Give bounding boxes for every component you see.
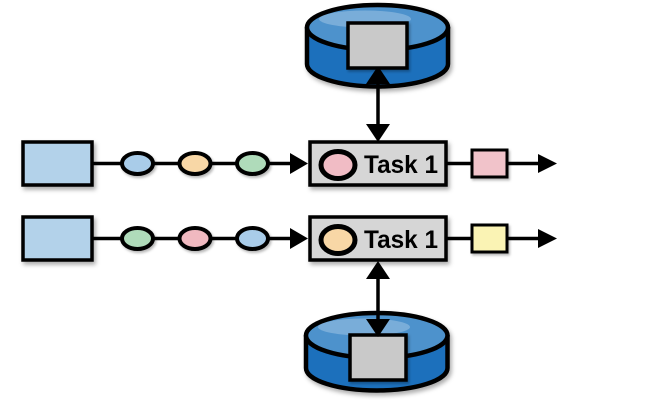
cylinder-sheen (318, 318, 410, 336)
arrowhead-down-icon (366, 124, 390, 142)
pipeline-top: Task 1 (21, 140, 557, 187)
event-ellipse-1 (120, 151, 155, 176)
arrowhead-down-icon (366, 319, 390, 337)
state-store-square (348, 333, 408, 382)
task-node: Task 1 (308, 140, 448, 187)
state-store-top (304, 2, 451, 142)
arrowhead-right-icon (290, 228, 308, 249)
arrowhead-up-icon (366, 261, 390, 279)
task-label: Task 1 (364, 226, 438, 254)
task-node: Task 1 (308, 215, 448, 262)
event-ellipse-1 (120, 226, 155, 251)
task-state-dot (318, 149, 358, 181)
output-square (470, 223, 509, 254)
state-store-bottom (303, 261, 450, 393)
event-ellipse-3 (235, 226, 270, 251)
pipeline-bottom: Task 1 (21, 215, 557, 262)
event-ellipse-3 (235, 151, 270, 176)
state-store-square (346, 21, 409, 70)
arrowhead-right-icon (290, 153, 308, 174)
arrowhead-up-icon (366, 66, 390, 84)
task-label: Task 1 (364, 151, 438, 179)
double-arrow-bottom (366, 261, 390, 337)
output-square (470, 148, 509, 179)
task-state-dot (318, 224, 358, 256)
arrowhead-right-icon (538, 154, 557, 173)
source-rectangle (21, 215, 94, 262)
event-ellipse-2 (177, 226, 213, 251)
arrowhead-right-icon (538, 229, 557, 248)
double-arrow-top (366, 66, 390, 142)
source-rectangle (21, 140, 94, 187)
event-ellipse-2 (177, 151, 213, 176)
